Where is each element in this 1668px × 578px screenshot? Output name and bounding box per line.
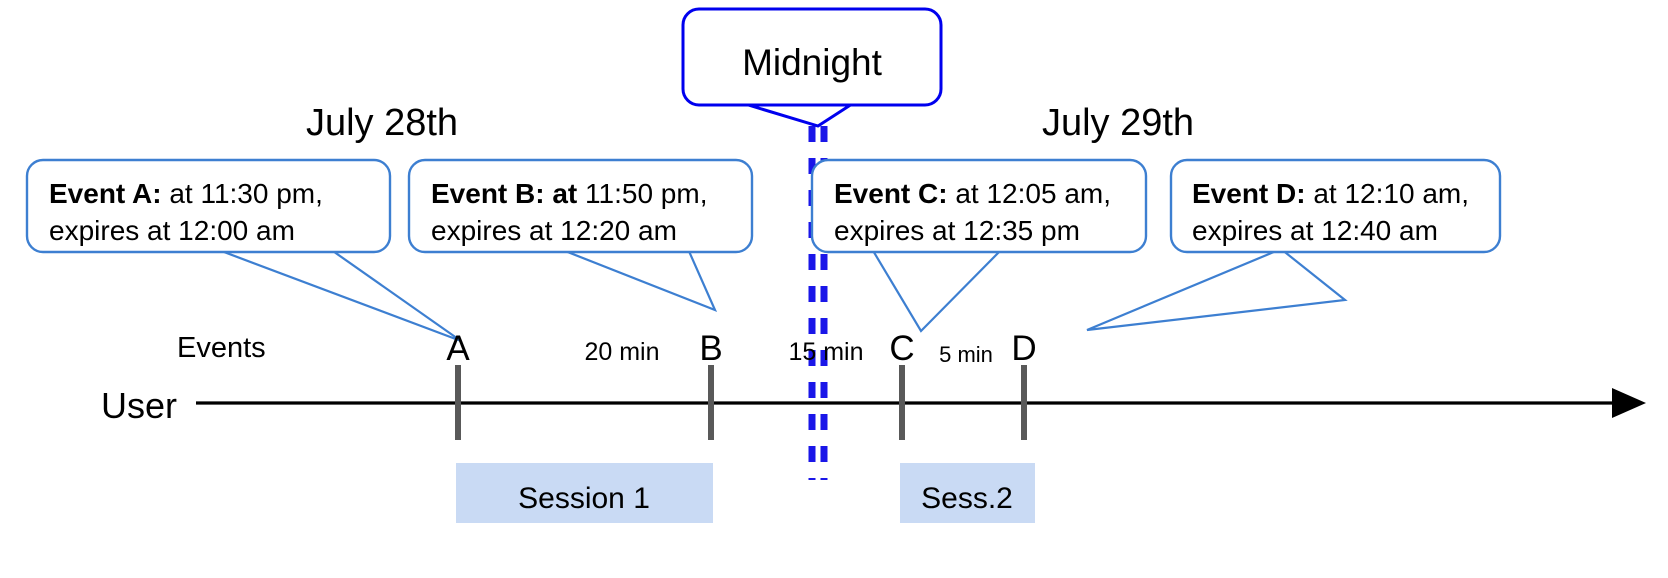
- day-label-july-29: July 29th: [1042, 102, 1194, 144]
- axis-arrow-head: [1612, 388, 1646, 418]
- session-1-label: Session 1: [518, 482, 650, 515]
- session-boxes: Session 1 Sess.2: [456, 463, 1035, 523]
- session-2-rect: [900, 463, 1035, 523]
- event-callout-c-bold: Event C:: [834, 178, 948, 209]
- event-callout-c-tail: [870, 247, 1005, 333]
- event-callout-a-line2: expires at 12:00 am: [49, 215, 295, 246]
- event-callout-a-box: [25, 158, 392, 254]
- event-callout-d-box: [1169, 158, 1502, 254]
- event-callout-c-line1: Event C: at 12:05 am,: [834, 178, 1111, 209]
- event-callout-a: Event A: at 11:30 pm, expires at 12:00 a…: [25, 158, 462, 343]
- event-callout-b-rest: 11:50 pm,: [577, 178, 707, 209]
- row-label-events: Events: [177, 332, 266, 364]
- midnight-callout-tail: [744, 102, 858, 128]
- marker-label-c: C: [889, 329, 914, 368]
- event-callout-c-box: [810, 158, 1148, 254]
- midnight-callout: Midnight: [681, 7, 943, 128]
- event-callout-d-tail: [1086, 247, 1348, 332]
- event-callout-c-line2: expires at 12:35 pm: [834, 215, 1080, 246]
- event-callout-d-line1: Event D: at 12:10 am,: [1192, 178, 1469, 209]
- marker-label-b: B: [699, 329, 722, 368]
- marker-labels: A B C D: [446, 329, 1036, 368]
- session-2-label: Sess.2: [921, 482, 1013, 515]
- event-callout-b-box: [407, 158, 754, 254]
- day-label-july-28: July 28th: [306, 102, 458, 144]
- event-callout-b-tail: [559, 247, 718, 313]
- marker-label-d: D: [1011, 329, 1036, 368]
- event-callout-b-bold: Event B: at: [431, 178, 577, 209]
- timeline-ticks: [455, 365, 1027, 440]
- gap-label-20-min: 20 min: [584, 338, 659, 366]
- event-callout-a-tail: [215, 247, 462, 343]
- session-1-rect: [456, 463, 713, 523]
- gap-label-15-min: 15 min: [788, 338, 863, 366]
- event-callout-a-rest: at 11:30 pm,: [162, 178, 323, 209]
- marker-label-a: A: [446, 329, 470, 368]
- gap-label-5-min: 5 min: [939, 342, 993, 367]
- row-label-user: User: [101, 385, 177, 426]
- event-callout-c: Event C: at 12:05 am, expires at 12:35 p…: [810, 158, 1148, 333]
- gap-labels: 20 min 15 min 5 min: [584, 338, 992, 367]
- midnight-divider: [808, 126, 828, 480]
- event-callout-b: Event B: at 11:50 pm, expires at 12:20 a…: [407, 158, 754, 313]
- event-callout-b-line1: Event B: at 11:50 pm,: [431, 178, 707, 209]
- event-callout-d-bold: Event D:: [1192, 178, 1306, 209]
- event-callout-d: Event D: at 12:10 am, expires at 12:40 a…: [1086, 158, 1502, 332]
- midnight-callout-box: [681, 7, 943, 107]
- event-callout-d-line2: expires at 12:40 am: [1192, 215, 1438, 246]
- event-callout-d-rest: at 12:10 am,: [1306, 178, 1469, 209]
- midnight-callout-label: Midnight: [742, 42, 883, 83]
- event-callout-a-bold: Event A:: [49, 178, 162, 209]
- event-callout-c-rest: at 12:05 am,: [948, 178, 1111, 209]
- event-callout-b-line2: expires at 12:20 am: [431, 215, 677, 246]
- timeline-axis: [196, 388, 1646, 418]
- event-callout-a-line1: Event A: at 11:30 pm,: [49, 178, 323, 209]
